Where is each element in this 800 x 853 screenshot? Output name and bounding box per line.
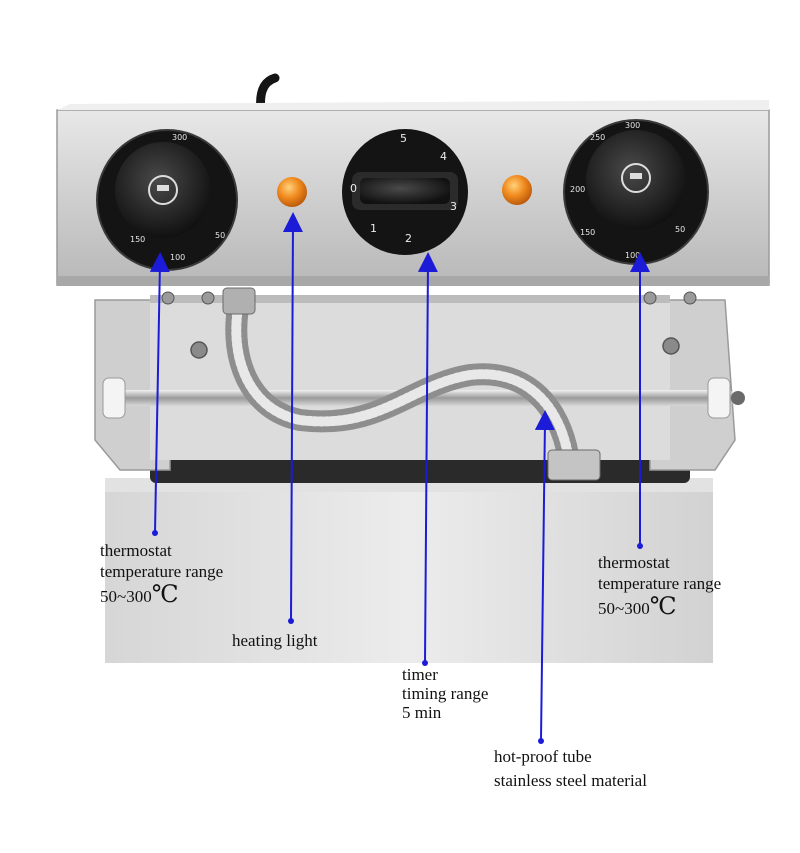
tank-body	[105, 478, 713, 663]
label-thermostat-right: thermostat temperature range 50~300℃	[598, 552, 721, 619]
range-unit: ℃	[151, 582, 179, 608]
label-thermostat-left-range: 50~300℃	[100, 582, 223, 608]
label-thermostat-left-line1: thermostat	[100, 541, 172, 560]
right-thermostat-dial[interactable]: 300 250 200 150 100 50	[563, 119, 709, 265]
left-dial-mark-b: 150	[130, 235, 145, 244]
tube-fitting-top	[222, 287, 256, 315]
right-dial-mark-b: 250	[590, 133, 605, 142]
tube-fitting-bottom	[547, 449, 601, 481]
range-unit: ℃	[649, 594, 677, 620]
right-dial-mark-f: 50	[675, 225, 685, 234]
timer-mark-3: 3	[450, 200, 457, 213]
timer-mark-1: 1	[370, 222, 377, 235]
label-timer: timer timing range 5 min	[402, 665, 488, 722]
right-dial-mark-a: 300	[625, 121, 640, 130]
arrow-thermostat-left	[149, 252, 170, 533]
rod-clip-right	[707, 377, 731, 419]
label-thermostat-left-line2: temperature range	[100, 562, 224, 581]
range-value: 50~300	[598, 599, 650, 618]
left-thermostat-dial[interactable]: 300 100 150 50	[96, 129, 238, 271]
label-thermostat-left: thermostat temperature range 50~300℃	[100, 540, 223, 607]
label-timer-line2: timing range	[402, 684, 489, 703]
label-tube-line1: hot-proof tube	[494, 747, 592, 766]
heating-light-right	[502, 175, 532, 205]
left-dial-mark-a: 100	[170, 253, 185, 262]
rod-clip-left	[102, 377, 126, 419]
label-heating-light: heating light	[232, 630, 317, 651]
screw-right	[662, 337, 680, 355]
timer-dial[interactable]: 5 4 3 2 1 0	[342, 129, 468, 255]
arrow-tube	[534, 410, 555, 741]
left-dial-mark-c: 50	[215, 231, 225, 240]
label-thermostat-right-range: 50~300℃	[598, 594, 721, 620]
right-dial-mark-e: 100	[625, 251, 640, 260]
right-dial-mark-d: 150	[580, 228, 595, 237]
label-heating-light-line1: heating light	[232, 631, 318, 650]
screw-left	[190, 341, 208, 359]
label-tube: hot-proof tube stainless steel material	[494, 745, 647, 793]
label-timer-line1: timer	[402, 665, 438, 684]
arrow-timer	[417, 252, 438, 663]
left-dial-mark-top: 300	[172, 133, 187, 142]
heating-light-left	[277, 177, 307, 207]
range-value: 50~300	[100, 587, 152, 606]
label-thermostat-right-line2: temperature range	[598, 574, 722, 593]
label-thermostat-right-line1: thermostat	[598, 553, 670, 572]
timer-mark-2: 2	[405, 232, 412, 245]
label-tube-line2: stainless steel material	[494, 771, 647, 790]
label-timer-line3: 5 min	[402, 703, 442, 722]
arrow-heating-light	[282, 212, 303, 621]
right-dial-mark-c: 200	[570, 185, 585, 194]
timer-mark-0: 0	[350, 182, 357, 195]
callout-arrows	[149, 212, 650, 741]
timer-mark-4: 4	[440, 150, 447, 163]
timer-mark-5: 5	[400, 132, 407, 145]
